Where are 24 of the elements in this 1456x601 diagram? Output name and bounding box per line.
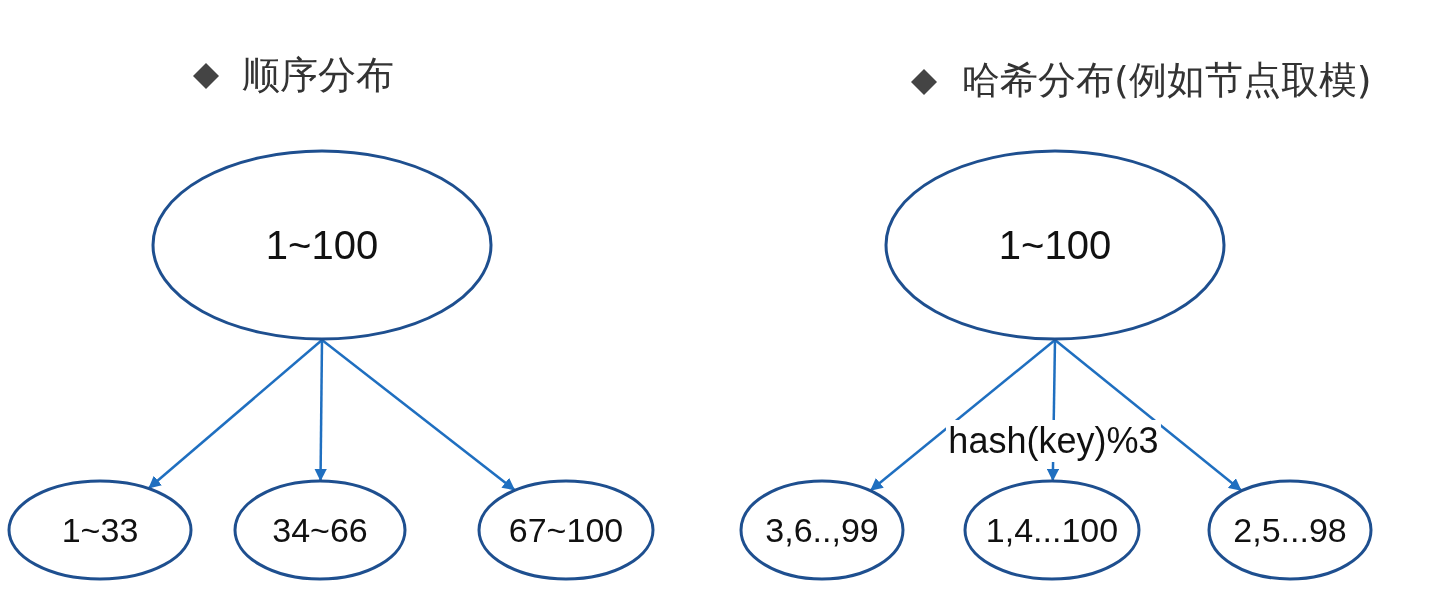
ellipse-node [232,478,408,582]
section-heading: 顺序分布 [242,52,394,99]
node-label: 1~100 [265,222,379,268]
ellipse-node [1206,478,1374,582]
node-label: 3,6..,99 [765,510,879,550]
arrow [870,339,1056,491]
ellipse-node [738,478,906,582]
ellipse-node [883,148,1227,342]
node-label: 1~100 [998,222,1112,268]
node-label: 1~33 [61,510,139,550]
ellipse-node [150,148,494,342]
arrow [314,340,327,482]
node-label: 2,5...98 [1233,510,1347,550]
arrow [148,339,323,489]
arrow [321,339,516,491]
node-label: 67~100 [508,510,624,550]
node-label: 1,4...100 [985,510,1119,550]
edge-label: hash(key)%3 [946,419,1161,462]
ellipse-node [6,478,194,582]
section-heading: 哈希分布(例如节点取模) [962,57,1372,104]
arrow [1054,339,1242,492]
ellipse-node [476,478,656,582]
ellipse-node [962,478,1142,582]
node-label: 34~66 [272,510,368,550]
